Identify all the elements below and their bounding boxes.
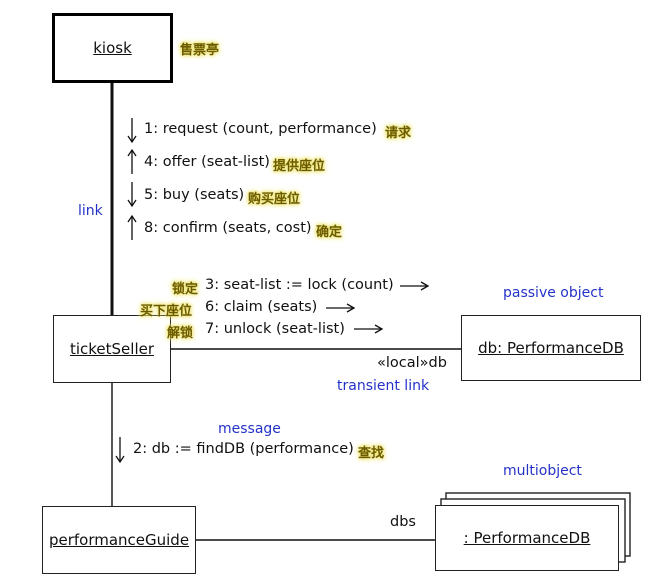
message-annotation: message [218, 421, 281, 437]
message-7-note: 解锁 [167, 326, 194, 341]
multi-performancedb-object: : PerformanceDB [435, 505, 619, 571]
message-5-note: 购买座位 [248, 192, 301, 207]
kiosk-label: kiosk [93, 39, 132, 57]
performanceguide-label: performanceGuide [48, 531, 190, 549]
local-db-label: «local»db [377, 355, 447, 371]
message-3: 3: seat-list := lock (count) [205, 277, 394, 293]
message-6-note: 买下座位 [140, 304, 193, 319]
message-1-note: 请求 [385, 126, 412, 141]
message-8-note: 确定 [316, 225, 343, 240]
multiobject-annotation: multiobject [503, 463, 582, 479]
message-2: 2: db := findDB (performance) [133, 441, 354, 457]
transient-link-annotation: transient link [337, 378, 430, 394]
ticketseller-object: ticketSeller [53, 315, 171, 383]
message-1: 1: request (count, performance) [144, 121, 377, 137]
link-annotation: link [78, 203, 103, 219]
performancedb-label: db: PerformanceDB [478, 339, 624, 357]
kiosk-note: 售票亭 [180, 43, 220, 58]
performanceguide-object: performanceGuide [42, 506, 196, 574]
ticketseller-label: ticketSeller [69, 340, 155, 358]
arrow-msg-3 [400, 281, 430, 291]
message-6: 6: claim (seats) [205, 299, 318, 315]
message-2-note: 查找 [358, 446, 385, 461]
multi-performancedb-label: : PerformanceDB [463, 529, 591, 547]
message-4: 4: offer (seat-list) [144, 154, 270, 170]
passive-object-annotation: passive object [503, 285, 604, 301]
message-4-note: 提供座位 [273, 159, 326, 174]
message-5: 5: buy (seats) [144, 187, 245, 203]
arrow-msg-6 [326, 303, 356, 313]
message-8: 8: confirm (seats, cost) [144, 220, 312, 236]
arrow-msg-8 [127, 214, 137, 240]
arrow-msg-5 [127, 182, 137, 208]
arrow-msg-4 [127, 148, 137, 174]
kiosk-object: kiosk [52, 13, 173, 83]
message-7: 7: unlock (seat-list) [205, 321, 345, 337]
dbs-label: dbs [390, 514, 416, 530]
arrow-msg-2 [115, 437, 125, 464]
performancedb-object: db: PerformanceDB [461, 315, 641, 381]
arrow-msg-1 [127, 118, 137, 144]
message-3-note: 锁定 [172, 282, 199, 297]
arrow-msg-7 [354, 324, 384, 334]
